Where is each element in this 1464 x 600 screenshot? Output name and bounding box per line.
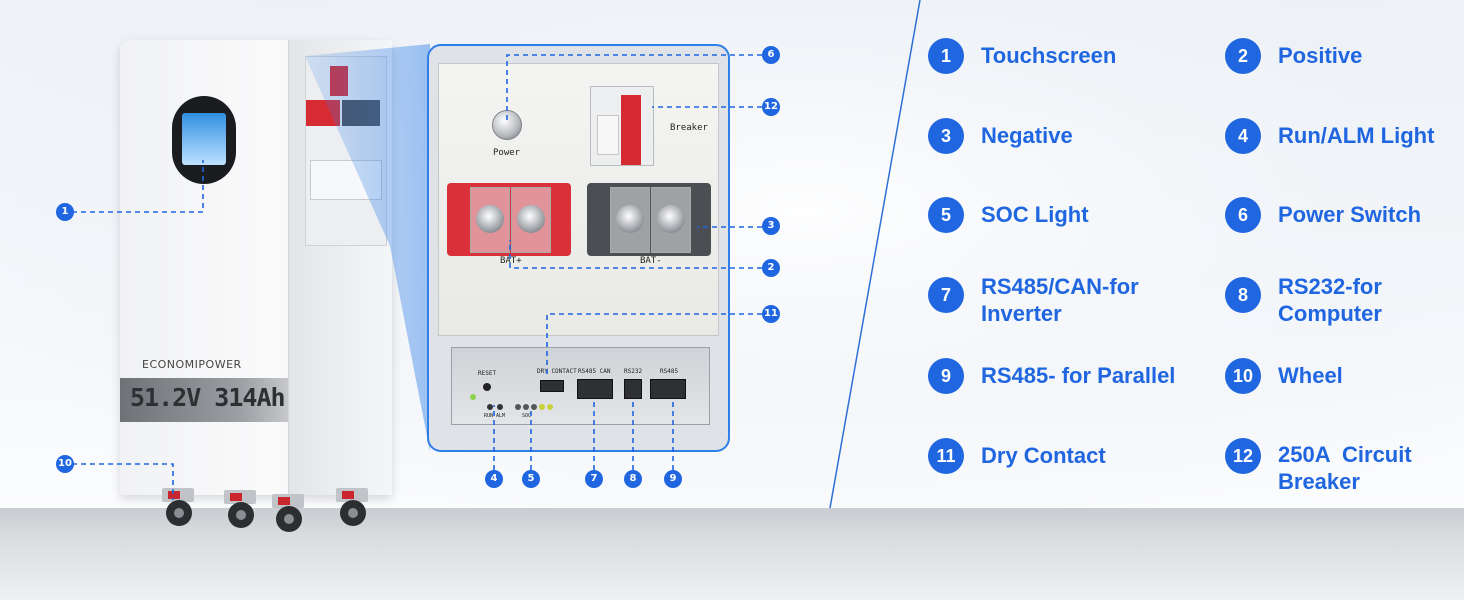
callout-6: 6 [762,46,780,64]
bolt [517,205,545,233]
legend-item-10: 10 Wheel [1225,358,1464,394]
legend-label: RS485/CAN-for Inverter [981,274,1139,326]
legend-number: 4 [1225,118,1261,154]
soc-label: SOC [522,413,532,419]
legend-label: Positive [1278,43,1363,68]
soc-led [515,404,521,410]
reset-label: RESET [478,370,497,377]
bolt [476,205,504,233]
legend-number: 12 [1225,438,1261,474]
legend-item-9: 9 RS485- for Parallel [928,358,1221,394]
legend-item-1: 1 Touchscreen [928,38,1211,74]
legend-number: 2 [1225,38,1261,74]
legend-item-3: 3 Negative [928,118,1211,154]
legend-number: 9 [928,358,964,394]
dry-contact-label: DRY CONTACT [537,368,577,375]
breaker-label: Breaker [670,123,708,133]
legend-label: Run/ALM Light [1278,123,1435,148]
circuit-breaker[interactable] [590,86,654,166]
touchscreen-display[interactable] [182,113,226,165]
rs485-can-port[interactable] [577,379,613,399]
rs485-can-label: RS485 CAN [578,368,611,375]
rs485-port[interactable] [650,379,686,399]
callout-12: 12 [762,98,780,116]
callout-10: 10 [56,455,74,473]
legend-item-7: 7 RS485/CAN-for Inverter [928,274,1181,327]
wheel [268,494,308,534]
brand-logo: ECONOMIPOWER [142,358,242,371]
legend-label: RS232-for Computer [1278,274,1382,326]
legend-item-2: 2 Positive [1225,38,1464,74]
legend-item-4: 4 Run/ALM Light [1225,118,1464,154]
legend-number: 6 [1225,197,1261,233]
legend-label: Touchscreen [981,43,1117,68]
legend-label: 250A Circuit Breaker [1278,442,1418,494]
soc-led [531,404,537,410]
legend-item-11: 11 Dry Contact [928,438,1211,474]
wheel [332,488,372,528]
run-alm-led [497,404,503,410]
bolt [657,205,685,233]
callout-7: 7 [585,470,603,488]
rs232-label: RS232 [624,368,643,375]
power-label: Power [493,148,521,158]
legend-number: 11 [928,438,964,474]
legend-number: 3 [928,118,964,154]
legend-label: Dry Contact [981,443,1106,468]
callout-4: 4 [485,470,503,488]
soc-led [539,404,545,410]
wheel [220,490,260,530]
bat-minus-label: BAT- [640,256,662,266]
legend-label: Power Switch [1278,202,1422,227]
legend-number: 8 [1225,277,1261,313]
callout-11: 11 [762,305,780,323]
legend-label: Negative [981,123,1073,148]
soc-led [547,404,553,410]
legend-item-5: 5 SOC Light [928,197,1211,233]
callout-3: 3 [762,217,780,235]
callout-2: 2 [762,259,780,277]
bat-plus-label: BAT+ [500,256,522,266]
legend-item-12: 12 250A Circuit Breaker [1225,438,1418,495]
run-alm-led [487,404,493,410]
rs232-port[interactable] [624,379,642,399]
reset-button[interactable] [483,383,491,391]
callout-1: 1 [56,203,74,221]
model-band [120,378,288,422]
legend-label: SOC Light [981,202,1089,227]
legend-item-6: 6 Power Switch [1225,197,1464,233]
callout-5: 5 [522,470,540,488]
legend-label: RS485- for Parallel [981,363,1176,388]
soc-led [523,404,529,410]
indicator-led [470,394,476,400]
callout-8: 8 [624,470,642,488]
legend-item-8: 8 RS232-for Computer [1225,274,1418,327]
rs485-label: RS485 [660,368,679,375]
model-label: 51.2V 314Ah [130,383,286,412]
legend-number: 10 [1225,358,1261,394]
dry-contact-port[interactable] [540,380,564,392]
wheel [158,488,198,528]
legend-number: 1 [928,38,964,74]
callout-9: 9 [664,470,682,488]
legend-number: 5 [928,197,964,233]
legend-label: Wheel [1278,363,1343,388]
bolt [616,205,644,233]
legend-number: 7 [928,277,964,313]
